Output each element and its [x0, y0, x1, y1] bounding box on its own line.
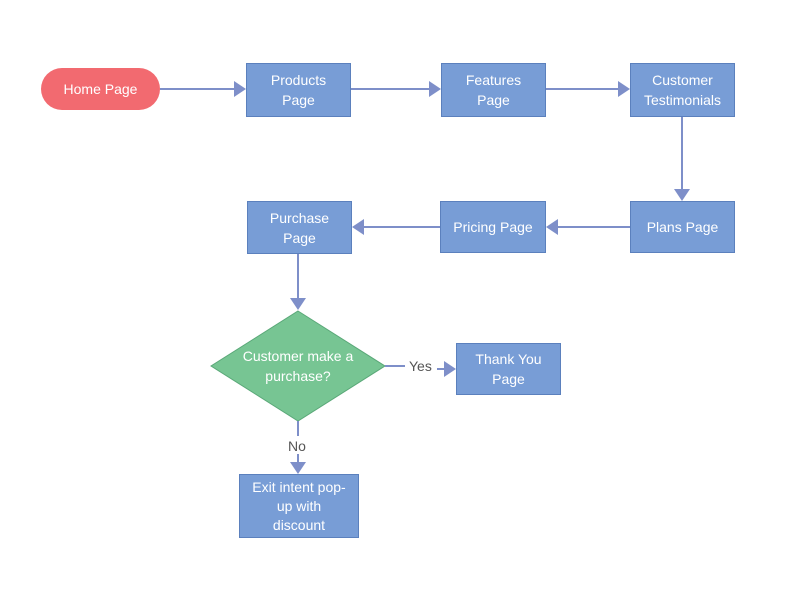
arrowhead-features-to-testimonials: [618, 81, 630, 97]
arrowhead-purchase-to-decision: [290, 298, 306, 310]
home-page-node: Home Page: [41, 68, 160, 110]
arrowhead-decision-to-exit-intent: [290, 462, 306, 474]
decision-label: Customer make a purchase?: [242, 348, 354, 384]
arrowhead-products-to-features: [429, 81, 441, 97]
arrowhead-decision-to-thank-you: [444, 361, 456, 377]
yes-edge-label: Yes: [409, 358, 432, 374]
plans-page-node: Plans Page: [630, 201, 735, 253]
arrowhead-home-to-products: [234, 81, 246, 97]
arrowhead-plans-to-pricing: [546, 219, 558, 235]
arrowhead-pricing-to-purchase: [352, 219, 364, 235]
pricing-page-node: Pricing Page: [440, 201, 546, 253]
thank-you-page-node: Thank You Page: [456, 343, 561, 395]
no-edge-label: No: [288, 438, 306, 454]
arrowhead-testimonials-to-plans: [674, 189, 690, 201]
exit-intent-popup-node: Exit intent pop- up with discount: [239, 474, 359, 538]
features-page-node: Features Page: [441, 63, 546, 117]
customer-testimonials-node: Customer Testimonials: [630, 63, 735, 117]
products-page-node: Products Page: [246, 63, 351, 117]
purchase-page-node: Purchase Page: [247, 201, 352, 254]
